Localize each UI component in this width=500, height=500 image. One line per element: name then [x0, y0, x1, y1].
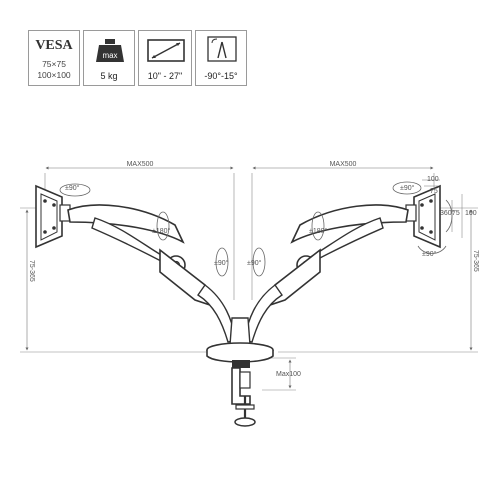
vesa-size-large: 100×100	[37, 70, 71, 80]
tilt-label: -90°-15°	[204, 71, 238, 81]
plate-75-label: 75	[430, 188, 438, 195]
base-right-label: ±90°	[247, 259, 262, 267]
right-vesa-plate	[405, 184, 441, 249]
plate-100-label: 100	[427, 176, 439, 183]
swivel-360-label: 360°	[440, 209, 455, 217]
tilt-badge: -90°-15°	[195, 30, 247, 86]
clamp-label: Max100	[276, 371, 301, 378]
vesa-size-small: 75×75	[42, 59, 66, 69]
reach-right-label: MAX500	[330, 161, 357, 168]
left-vesa-plate	[35, 184, 71, 249]
weight-icon-text: max	[102, 51, 117, 60]
pole-base	[206, 317, 274, 363]
reach-left-label: MAX500	[127, 161, 154, 168]
rotation-annotations: ±90° ±180° ±90° ±90° ±180° ±90° ±90°	[59, 181, 447, 277]
weight-badge: max 5 kg	[83, 30, 135, 86]
vesa-badge: VESA 75×75 100×100	[28, 30, 80, 86]
tilt-left-label: ±90°	[65, 184, 80, 192]
height-dimension-left: 75-365	[20, 207, 215, 353]
desk-clamp	[231, 360, 256, 427]
height-dimension-right: 75-365	[278, 207, 479, 353]
height-right-label: 75-365	[472, 250, 479, 272]
rotate-arm-right-label: ±180°	[309, 227, 328, 235]
vesa-title: VESA	[35, 38, 73, 53]
left-arm	[67, 204, 237, 343]
right-arm	[243, 204, 409, 343]
plate-75-v-label: 75	[452, 210, 460, 217]
tilt-right-label: ±90°	[400, 184, 415, 192]
plate-100-v-label: 100	[465, 210, 477, 217]
monitor-diagonal-icon	[139, 31, 191, 65]
rotate-90-label: ±90°	[422, 250, 437, 258]
weight-label: 5 kg	[100, 71, 118, 81]
base-left-label: ±90°	[214, 259, 229, 267]
height-left-label: 75-365	[28, 260, 35, 282]
screen-size-badge: 10" - 27"	[138, 30, 192, 86]
weight-icon: max	[84, 31, 134, 65]
reach-dimension-left: MAX500	[44, 161, 235, 300]
screen-size-label: 10" - 27"	[147, 71, 183, 81]
plate-dimensions: 100 75 75 100 360°	[422, 176, 477, 238]
rotate-arm-left-label: ±180°	[152, 227, 171, 235]
tilt-icon	[196, 31, 246, 65]
clamp-dimension: Max100	[262, 357, 301, 391]
